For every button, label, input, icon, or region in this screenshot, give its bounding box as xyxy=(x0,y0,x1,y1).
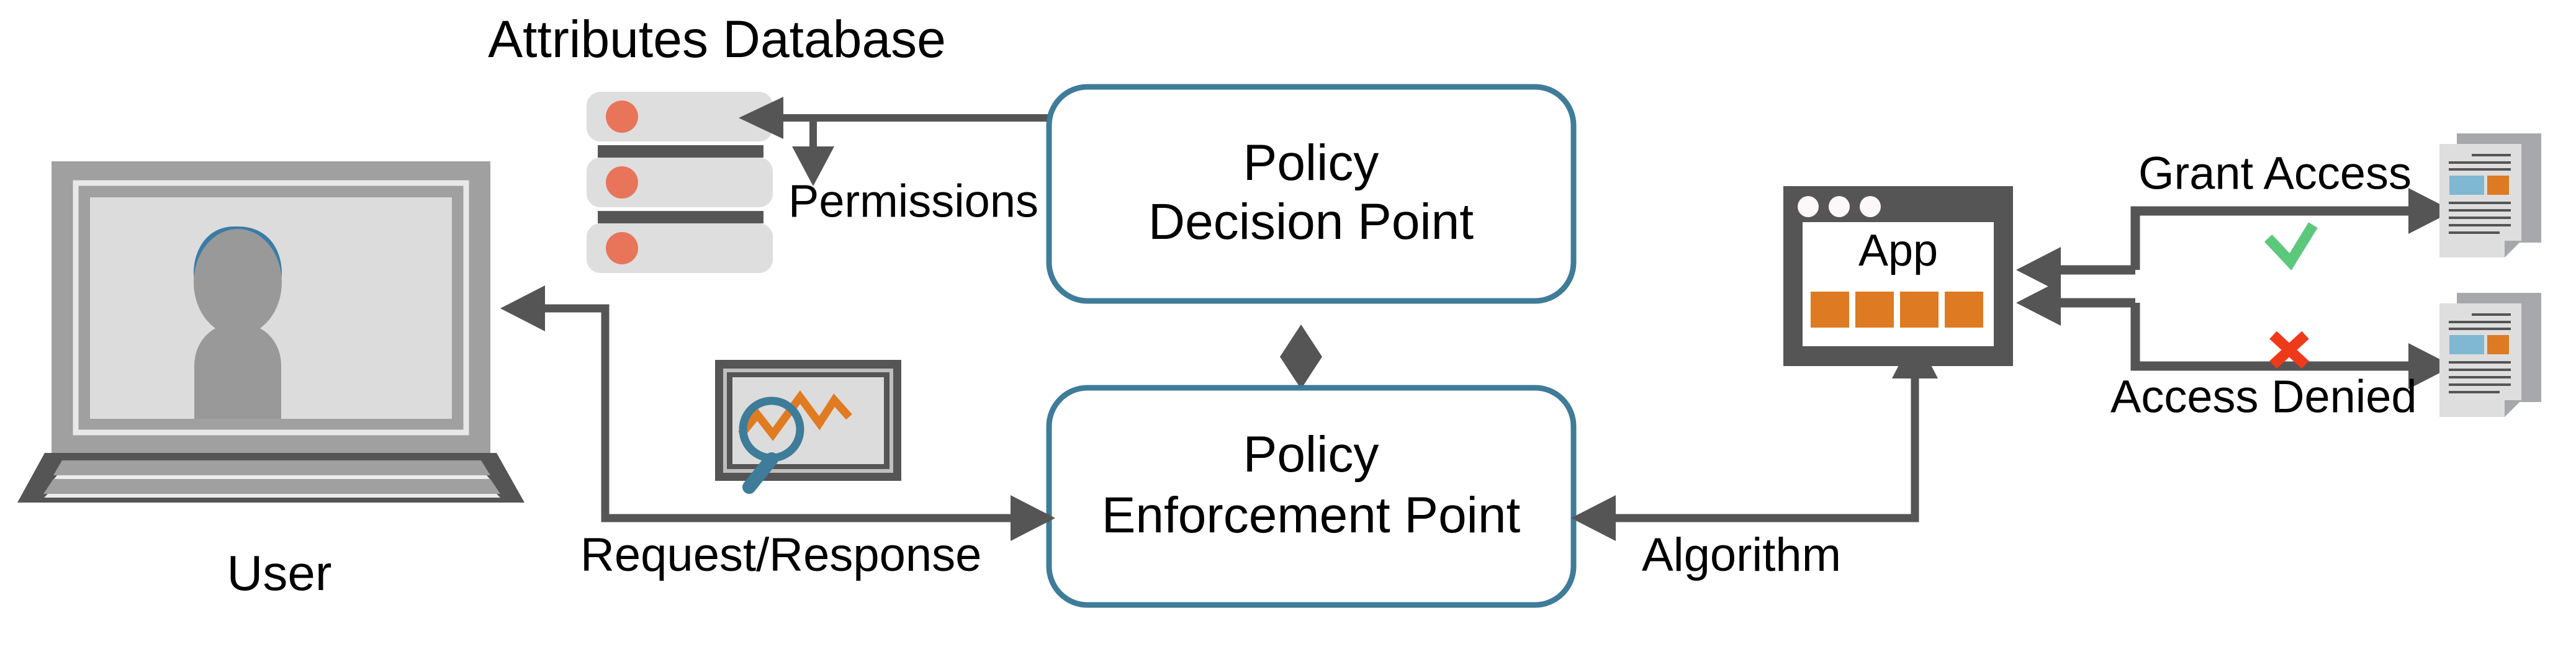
doc2-text-lines xyxy=(2449,313,2511,330)
analytics-chart-line xyxy=(737,390,852,441)
laptop-user-icon xyxy=(17,161,525,503)
app-window-dot-2 xyxy=(1829,196,1850,217)
doc1-front-page xyxy=(2439,144,2521,257)
doc1-orange-block xyxy=(2487,176,2509,195)
grant-access-line xyxy=(2130,206,2415,270)
doc1-blue-block xyxy=(2449,176,2484,195)
laptop-inner-border xyxy=(73,180,469,436)
grant-access-label: Grant Access xyxy=(2138,148,2412,199)
doc2-front-page xyxy=(2439,303,2521,417)
db-led-1 xyxy=(606,101,638,133)
db-rack-3 xyxy=(587,223,773,273)
doc2-fold xyxy=(2505,400,2521,417)
doc1-text-lines xyxy=(2449,154,2511,171)
attributes-database-icon xyxy=(587,92,773,273)
app-tile-2[interactable] xyxy=(1855,292,1894,328)
laptop-key-gap-1 xyxy=(54,475,490,479)
permissions-arrowhead-db xyxy=(739,97,783,139)
doc2-orange-block xyxy=(2487,335,2509,354)
analytics-inner-border xyxy=(723,369,893,473)
pdp-line-1: Policy xyxy=(1243,135,1379,191)
policy-enforcement-point-node[interactable]: Policy Enforcement Point xyxy=(1046,385,1577,608)
pdp-line-2: Decision Point xyxy=(1148,194,1474,250)
pep-line-2: Enforcement Point xyxy=(1102,487,1521,544)
pdp-pep-arrowhead-up xyxy=(1280,324,1322,357)
request-response-arrowhead xyxy=(500,285,545,331)
permissions-label: Permissions xyxy=(788,176,1038,227)
access-denied-arrowhead-app xyxy=(2016,280,2061,326)
access-denied-line xyxy=(2130,303,2415,371)
document-denied-icon xyxy=(2439,293,2541,417)
request-response-line xyxy=(540,304,1049,522)
grant-access-arrowhead xyxy=(2408,188,2453,234)
user-label: User xyxy=(227,545,332,601)
db-led-3 xyxy=(606,232,638,264)
access-denied-label: Access Denied xyxy=(2110,371,2417,423)
cross-icon xyxy=(2269,331,2309,369)
access-denied-arrowhead xyxy=(2408,343,2453,389)
grant-access-arrowhead-app xyxy=(2016,247,2061,293)
request-response-label: Request/Response xyxy=(580,529,981,581)
avatar-body xyxy=(194,323,281,419)
app-tile-3[interactable] xyxy=(1900,292,1939,328)
doc2-text-lines-2 xyxy=(2449,361,2511,393)
document-granted-icon xyxy=(2439,133,2541,257)
app-tile-1[interactable] xyxy=(1811,292,1849,328)
permissions-arrowhead-down xyxy=(792,146,834,186)
doc1-text-lines-2 xyxy=(2449,202,2511,234)
doc2-blue-block xyxy=(2449,335,2484,354)
laptop-key-row-1 xyxy=(53,460,490,475)
attributes-database-title: Attributes Database xyxy=(488,10,946,68)
db-divider-2 xyxy=(598,211,763,223)
magnifier-handle xyxy=(742,452,778,494)
request-response-connector xyxy=(500,285,1055,541)
permissions-line xyxy=(809,114,1049,171)
algorithm-label: Algorithm xyxy=(1642,529,1841,581)
app-window-dot-3 xyxy=(1860,196,1881,217)
policy-decision-point-box[interactable] xyxy=(1046,84,1577,304)
pdp-pep-connector xyxy=(1280,324,1322,389)
app-browser-window-icon[interactable]: App xyxy=(1783,186,2013,366)
db-rack-1 xyxy=(587,92,773,141)
db-rack-2 xyxy=(587,158,773,207)
analytics-magnifier-icon xyxy=(715,360,901,494)
policy-enforcement-point-box[interactable] xyxy=(1046,385,1577,608)
pep-line-1: Policy xyxy=(1243,426,1379,483)
db-led-2 xyxy=(606,166,638,199)
algorithm-line xyxy=(1614,372,1919,522)
app-tile-4[interactable] xyxy=(1945,292,1983,328)
avatar-head xyxy=(194,229,282,336)
doc1-fold xyxy=(2505,241,2521,257)
magnifier-lens xyxy=(739,396,804,462)
check-icon xyxy=(2264,222,2318,271)
laptop-key-gap-2 xyxy=(44,494,500,498)
decision-outcome-connectors xyxy=(2016,188,2453,389)
app-window-dot-1 xyxy=(1798,196,1819,217)
laptop-key-row-2 xyxy=(43,479,500,494)
app-label: App xyxy=(1858,226,1938,275)
db-divider-1 xyxy=(598,145,763,158)
policy-decision-point-node[interactable]: Policy Decision Point xyxy=(1046,84,1577,304)
permissions-connector xyxy=(739,97,1049,186)
algorithm-arrowhead-pep xyxy=(1571,495,1616,541)
request-response-arrowhead-pep xyxy=(1011,495,1055,541)
pdp-pep-arrowhead-down xyxy=(1280,357,1322,389)
